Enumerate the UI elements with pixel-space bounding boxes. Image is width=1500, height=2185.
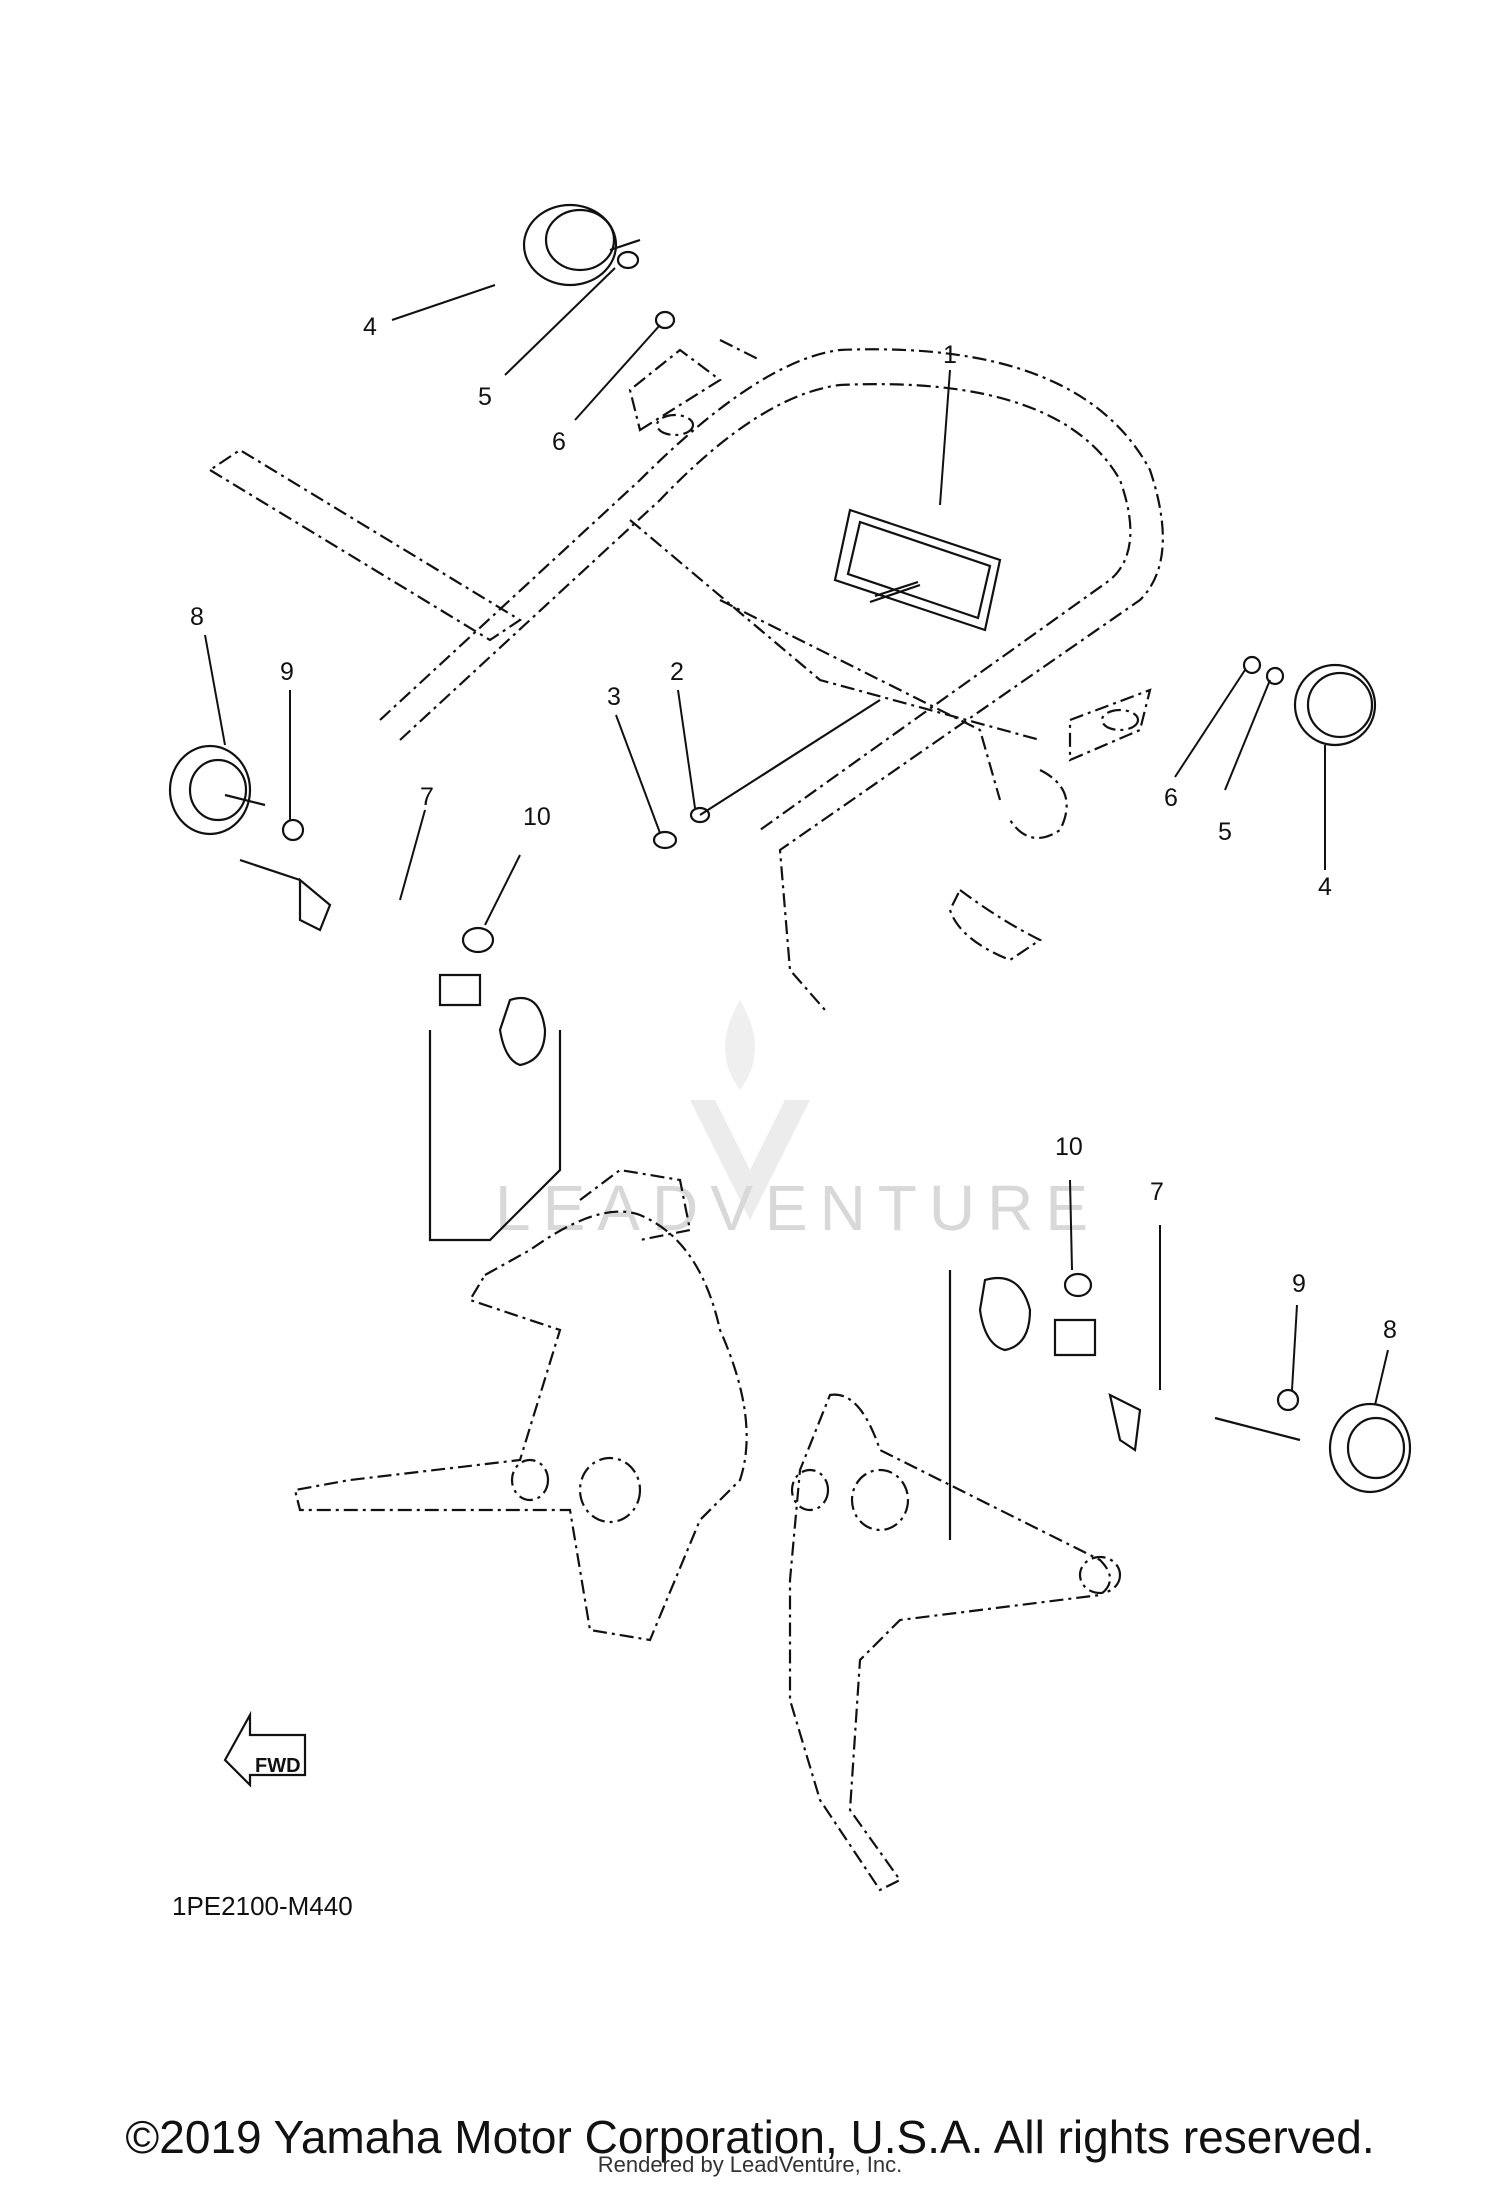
callout-6-top: 6 (552, 428, 566, 456)
callout-4-right: 4 (1318, 873, 1332, 901)
callout-3: 3 (607, 683, 621, 711)
mount-right (948, 1270, 1412, 1540)
callout-8-left: 8 (190, 603, 204, 631)
callout-8-right: 8 (1383, 1316, 1397, 1344)
callout-6-right: 6 (1164, 784, 1178, 812)
frame-assembly (207, 339, 1164, 1011)
callout-2: 2 (670, 658, 684, 686)
watermark-text: LEADVENTURE (495, 1172, 1100, 1244)
fwd-label: FWD (255, 1755, 301, 1777)
callout-5-right: 5 (1218, 818, 1232, 846)
part-code: 1PE2100-M440 (172, 1891, 353, 1921)
lower-bracket-left (293, 1168, 748, 1642)
rubber-pad (833, 508, 1002, 632)
rendered-by-notice: Rendered by LeadVenture, Inc. (597, 2152, 903, 2177)
callout-7-right: 7 (1150, 1178, 1164, 1206)
callout-9-right: 9 (1292, 1270, 1306, 1298)
fwd-arrow-icon (223, 1710, 307, 1788)
cap-right (1242, 655, 1377, 747)
nut-washer-center (652, 699, 881, 850)
callout-1: 1 (943, 341, 957, 369)
callout-4-top: 4 (363, 313, 377, 341)
callout-5-top: 5 (478, 383, 492, 411)
callout-10-left: 10 (523, 803, 551, 831)
watermark-logo (690, 1000, 810, 1220)
lower-bracket-right (788, 1393, 1122, 1892)
cap-top-left (522, 203, 676, 330)
copyright-notice: ©2019 Yamaha Motor Corporation, U.S.A. A… (125, 2111, 1375, 2163)
leader-lines (204, 267, 1389, 1406)
callout-9-left: 9 (280, 658, 294, 686)
callout-7-left: 7 (420, 783, 434, 811)
callout-10-right: 10 (1055, 1133, 1083, 1161)
mount-left (168, 744, 562, 1242)
